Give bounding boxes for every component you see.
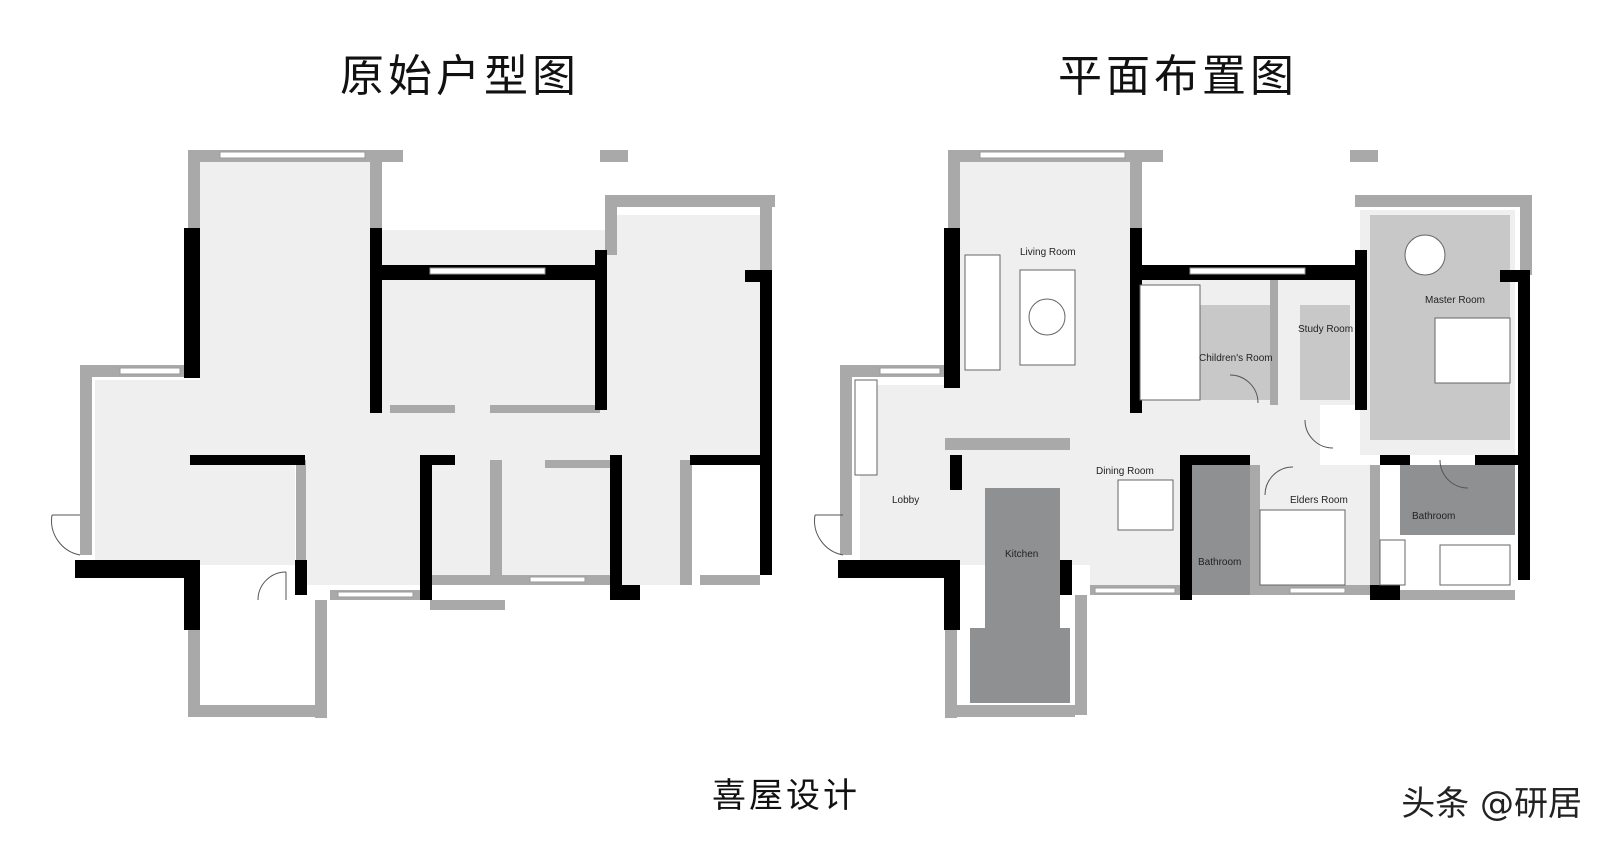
original-windows — [119, 151, 586, 598]
master-room-label: Master Room — [1425, 295, 1485, 306]
elders-room-label: Elders Room — [1290, 495, 1348, 506]
layout-doors — [814, 374, 1469, 556]
childrens-room-label: Children's Room — [1199, 353, 1273, 364]
lobby-label: Lobby — [892, 495, 919, 506]
bathroom-label-left: Bathroom — [1198, 557, 1241, 568]
original-doors — [51, 514, 287, 601]
layout-furniture — [854, 234, 1511, 586]
furnished-floor-plan: Living Room Children's Room Study Room M… — [814, 150, 1532, 718]
bathroom-label-right: Bathroom — [1412, 511, 1455, 522]
study-room-label: Study Room — [1298, 324, 1353, 335]
layout-mid-floors — [1200, 215, 1510, 440]
original-plan-title: 原始户型图 — [340, 51, 580, 102]
dining-room-label: Dining Room — [1096, 466, 1154, 477]
kitchen-label: Kitchen — [1005, 549, 1038, 560]
layout-plan-title: 平面布置图 — [1058, 51, 1298, 102]
layout-windows — [879, 151, 1346, 594]
layout-dark-floors — [970, 465, 1515, 703]
living-room-label: Living Room — [1020, 247, 1076, 258]
designer-caption: 喜屋设计 — [712, 776, 860, 816]
watermark: 头条 @研居 — [1401, 784, 1582, 824]
original-floor-plan — [51, 150, 775, 718]
